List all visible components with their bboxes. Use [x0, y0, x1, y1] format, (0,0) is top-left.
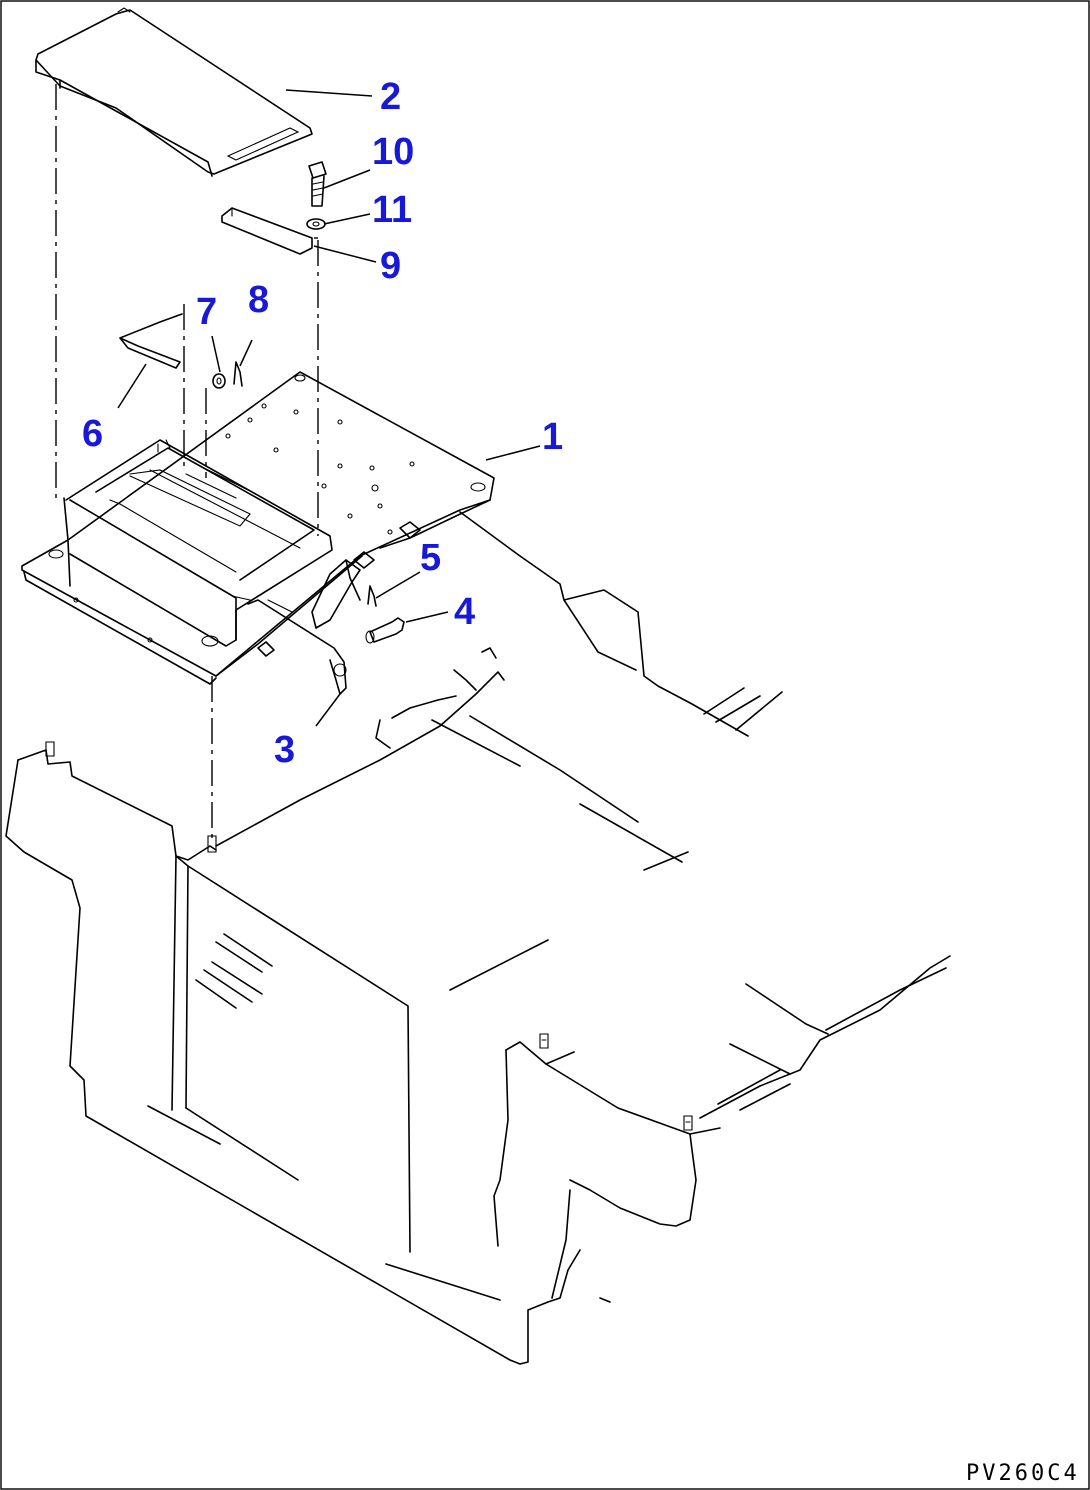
callout-10: 10: [372, 131, 414, 173]
nut-part: [212, 373, 226, 389]
callout-8: 8: [248, 279, 269, 321]
callouts: 1 2 3 4 5 6 7 8 9 10 11: [82, 76, 563, 771]
callout-5: 5: [420, 537, 441, 579]
callout-3: 3: [274, 729, 295, 771]
callout-11: 11: [372, 189, 412, 231]
hinge-part: [311, 559, 361, 629]
machine-body: [5, 511, 951, 1365]
callout-6: 6: [82, 413, 103, 455]
plate-part: [221, 207, 313, 255]
callout-1: 1: [542, 416, 563, 458]
leader-lines: [117, 89, 541, 727]
hinge-pin-part: [365, 617, 405, 644]
callout-9: 9: [380, 245, 401, 287]
lid-part: [35, 7, 313, 177]
callout-7: 7: [196, 291, 217, 333]
assembly-lines: [55, 84, 319, 840]
bolt-part: [308, 161, 327, 207]
pin-part: [233, 361, 243, 387]
latch-part: [247, 599, 347, 695]
drawing-code: PV260C4: [966, 1461, 1080, 1486]
spring-pin-part: [367, 585, 377, 607]
washer-part: [306, 218, 326, 230]
callout-4: 4: [454, 591, 475, 633]
handle-part: [119, 313, 183, 369]
callout-2: 2: [380, 76, 401, 118]
